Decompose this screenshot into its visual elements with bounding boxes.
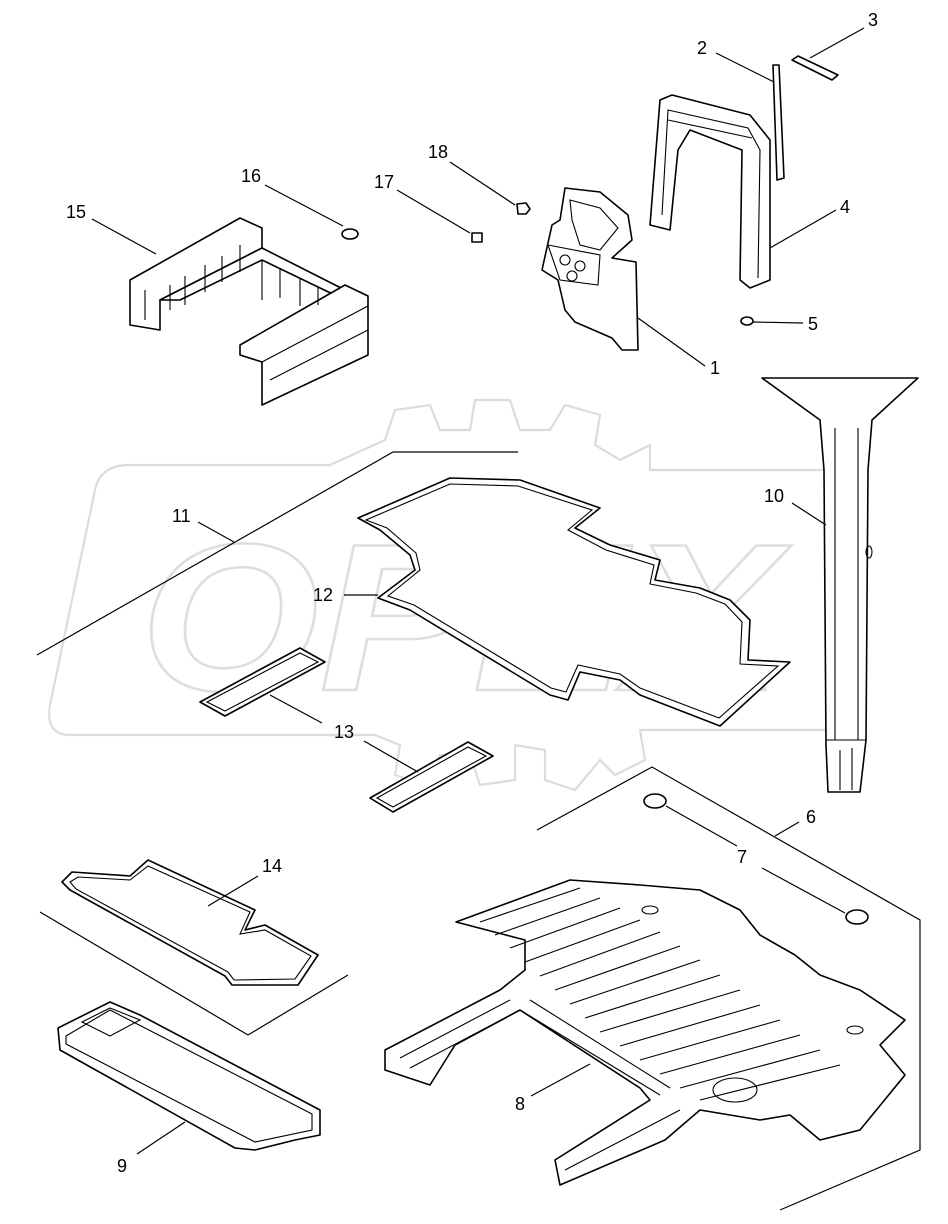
part-4-inner — [661, 109, 761, 279]
callout-10: 10 — [764, 486, 784, 506]
callout-1: 1 — [710, 358, 720, 378]
part-9-mat — [57, 1001, 321, 1151]
callout-6: 6 — [806, 807, 816, 827]
callout-16: 16 — [241, 166, 261, 186]
callout-7: 7 — [737, 847, 747, 867]
part-14-frame-line-b — [247, 974, 349, 1036]
part-14-inner — [69, 865, 312, 981]
part-1-detail — [547, 199, 619, 286]
part-8-plug-seat-a — [641, 905, 659, 915]
part-2-strap — [772, 64, 785, 181]
leader-11 — [197, 521, 235, 543]
part-13-pads — [199, 647, 494, 813]
part-13-pad-a — [199, 647, 326, 717]
part-9-outline — [57, 1001, 321, 1151]
leader-17 — [396, 189, 471, 234]
part-13-pad-b-inner — [375, 746, 488, 808]
leader-6 — [774, 821, 800, 837]
leader-2 — [715, 52, 775, 83]
leader-1 — [637, 317, 706, 367]
leader-4 — [769, 209, 837, 249]
fasteners — [341, 202, 754, 326]
callout-15: 15 — [66, 202, 86, 222]
part-14-frame-line-a — [39, 911, 249, 1036]
callout-14: 14 — [262, 856, 282, 876]
part-14-outline — [61, 859, 319, 986]
part-10-body — [761, 377, 919, 793]
part-12-gasket — [357, 477, 791, 727]
callout-18: 18 — [428, 142, 448, 162]
leader-14 — [207, 875, 259, 907]
part-7-plug-b — [845, 909, 869, 925]
callout-9: 9 — [117, 1156, 127, 1176]
part-3-plate — [791, 55, 839, 81]
callout-4: 4 — [840, 197, 850, 217]
part-1-console — [541, 187, 639, 351]
callout-labels: 1 2 3 4 5 6 7 8 9 10 11 12 13 14 15 16 1… — [66, 10, 878, 1176]
callout-13: 13 — [334, 722, 354, 742]
leader-5 — [752, 321, 804, 324]
part-7-plug-a — [643, 793, 667, 809]
part-8-outline — [384, 879, 906, 1186]
part-4-outer — [649, 94, 771, 289]
callout-11: 11 — [172, 506, 191, 526]
part-4-frame — [649, 94, 771, 289]
callout-2: 2 — [697, 38, 707, 58]
callout-17: 17 — [374, 172, 394, 192]
part-13-pad-a-inner — [205, 652, 320, 712]
part-17-nut — [471, 232, 483, 243]
part-9-inner — [65, 1009, 313, 1143]
part-13-pad-b — [369, 741, 494, 813]
leader-15 — [91, 218, 157, 255]
part-15-ribs — [144, 245, 369, 381]
part-8-ribs — [399, 887, 841, 1171]
part-10-detail — [826, 428, 866, 790]
part-1-body — [541, 187, 639, 351]
callout-12: 12 — [313, 585, 333, 605]
part-6-frame — [536, 766, 921, 1211]
part-1-hole-a — [559, 254, 571, 266]
leader-8 — [530, 1063, 591, 1097]
leader-7a — [665, 805, 738, 847]
leader-16 — [264, 184, 344, 227]
part-18-nut — [516, 202, 531, 215]
part-10-hole — [865, 545, 873, 559]
part-12-inner — [364, 483, 780, 719]
part-14-mat — [61, 859, 319, 986]
leader-lines — [91, 27, 865, 1155]
part-16-plug — [341, 228, 359, 240]
part-5-washer — [740, 316, 754, 326]
part-15-left-arm — [129, 217, 263, 331]
leader-10 — [791, 502, 827, 526]
part-8-center-hole — [712, 1077, 758, 1103]
leader-13a — [269, 694, 323, 724]
leader-13b — [363, 740, 419, 773]
part-8-tray — [384, 879, 906, 1186]
part-1-hole-b — [574, 260, 586, 272]
part-1-hole-c — [566, 270, 578, 282]
leader-9 — [136, 1121, 186, 1155]
callout-5: 5 — [808, 314, 818, 334]
part-15-right-arm — [239, 284, 369, 406]
part-12-outline — [357, 477, 791, 727]
leader-3 — [809, 27, 865, 59]
leader-7b — [761, 867, 846, 914]
part-11-line — [36, 451, 394, 656]
part-10-pillar — [761, 377, 919, 793]
part-8-plug-seat-b — [846, 1025, 864, 1035]
callout-8: 8 — [515, 1094, 525, 1114]
leader-18 — [449, 161, 516, 206]
callout-3: 3 — [868, 10, 878, 30]
part-15-bracket — [129, 217, 369, 406]
part-9-patch — [80, 1007, 142, 1037]
